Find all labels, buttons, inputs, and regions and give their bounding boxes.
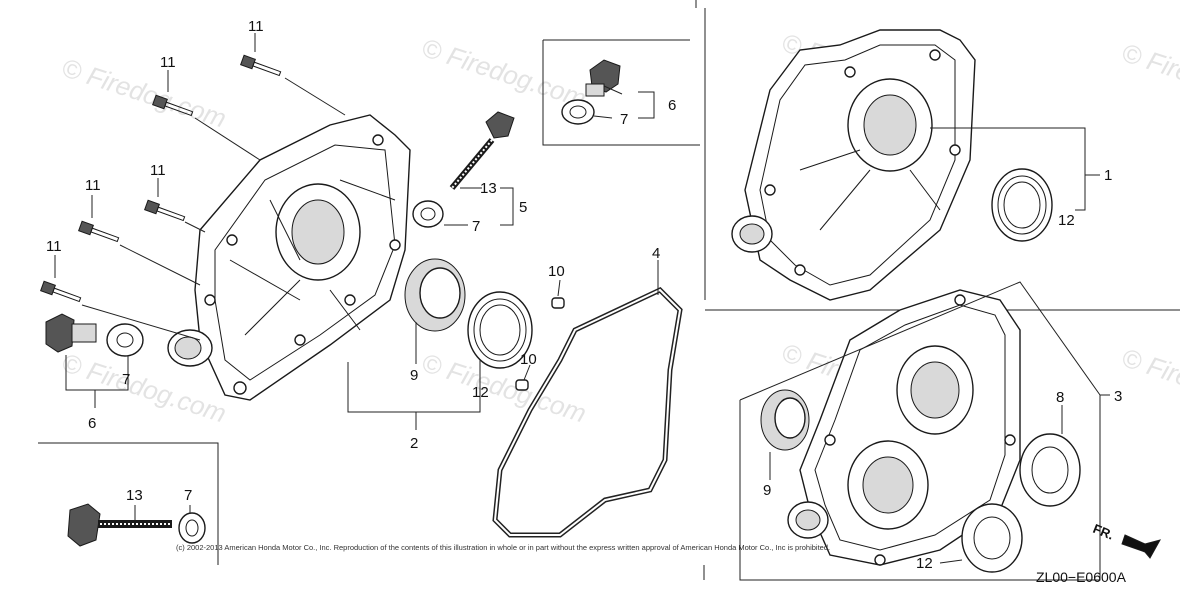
bracket-part-3 [739,281,1101,581]
inset-dipstick [67,503,206,547]
callout-11: 11 [160,54,176,71]
watermark: © Firedog.com [1118,37,1180,118]
callout-13: 13 [480,180,497,197]
callout-7: 7 [472,218,480,235]
callout-13: 13 [126,487,143,504]
callout-9: 9 [410,367,418,384]
callout-6: 6 [668,97,676,114]
copyright-notice: (c) 2002-2013 American Honda Motor Co., … [176,543,830,552]
callout-4: 4 [652,245,660,262]
callout-2: 2 [410,435,418,452]
callout-7: 7 [122,371,130,388]
callout-11: 11 [46,238,62,255]
front-indicator: FR. [1091,521,1116,543]
callout-12: 12 [472,384,489,401]
inset-oil-plug [561,59,621,125]
front-arrow-icon: FR. [1091,521,1162,559]
callout-10: 10 [548,263,565,280]
crankcase-cover-right-bottom [787,289,1021,566]
watermark: © Firedog.com [58,52,230,133]
callout-8: 8 [1056,389,1064,406]
watermark: © Firedog.com [1118,342,1180,423]
callout-11: 11 [248,18,264,35]
oil-drain-plug-left [45,313,144,357]
flange-bolts [40,54,346,341]
dipstick-center [412,111,515,228]
oil-seal-and-bearing-center [404,258,565,391]
callout-3: 3 [1114,388,1122,405]
oil-seal-and-bearings-right-bottom [760,389,1081,573]
callout-10: 10 [520,351,537,368]
leader-lines [54,33,1110,564]
bearing-right-top [991,168,1053,242]
callout-6: 6 [88,415,96,432]
callout-5: 5 [519,199,527,216]
callout-11: 11 [85,177,101,194]
watermark: © Firedog.com [418,32,590,113]
callout-1: 1 [1104,167,1112,184]
gasket [492,286,683,538]
callout-11: 11 [150,162,166,179]
crankcase-cover-right-top [731,29,976,301]
diagram-code: ZL00−E0600A [1036,569,1127,585]
callout-12: 12 [1058,212,1075,229]
callout-12: 12 [916,555,933,572]
crankcase-cover-left [167,114,411,401]
callout-9: 9 [763,482,771,499]
callout-7: 7 [620,111,628,128]
callouts: 11 11 11 11 11 7 6 13 5 7 7 6 10 10 4 9 … [46,18,1122,572]
callout-7: 7 [184,487,192,504]
